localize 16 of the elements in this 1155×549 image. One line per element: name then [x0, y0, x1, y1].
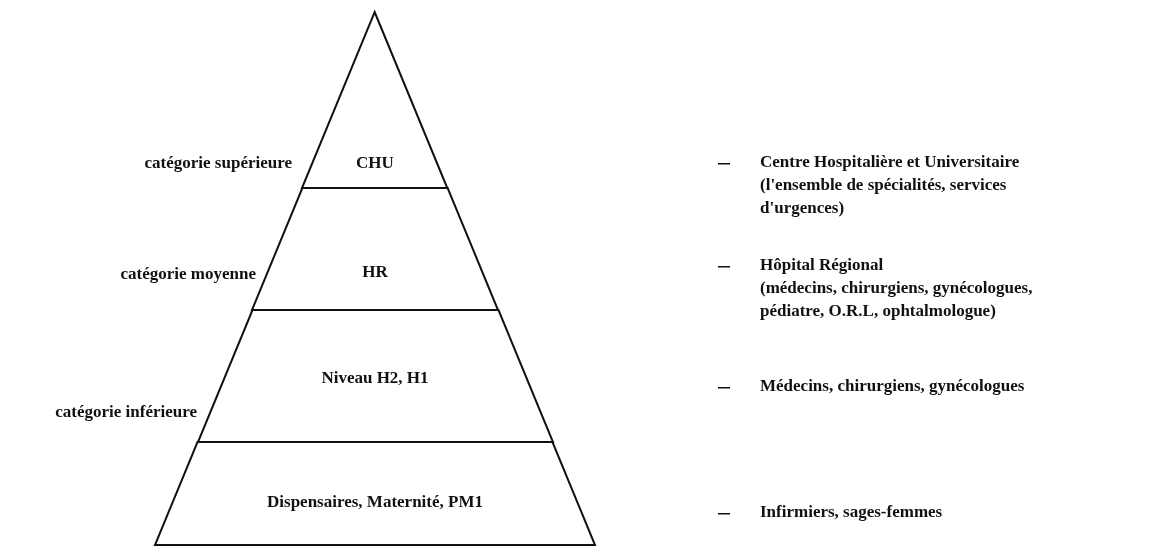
tier-label: CHU	[355, 153, 395, 173]
pyramid-apex	[302, 12, 448, 188]
pyramid-tier	[155, 442, 595, 545]
tier-description: (l'ensemble de spécialités, services d'urgences)	[760, 174, 1008, 219]
pyramid-tier	[197, 310, 553, 442]
category-label: catégorie moyenne	[120, 263, 256, 285]
tier-label: HR	[361, 262, 389, 282]
tier-description: Médecins, chirurgiens, gynécologues	[760, 375, 1026, 397]
tier-description: Infirmiers, sages-femmes	[760, 501, 944, 523]
category-label: catégorie supérieure	[144, 152, 292, 174]
category-label: catégorie inférieure	[55, 401, 197, 423]
tier-label: Dispensaires, Maternité, PM1	[266, 492, 484, 512]
tier-label: Niveau H2, H1	[320, 368, 430, 388]
tier-description: (médecins, chirurgiens, gynécologues, pédiatre, O.R.L, ophtalmologue)	[760, 277, 1034, 322]
tier-description: Centre Hospitalière et Universitaire	[760, 151, 1021, 173]
tier-description: Hôpital Régional	[760, 254, 885, 276]
